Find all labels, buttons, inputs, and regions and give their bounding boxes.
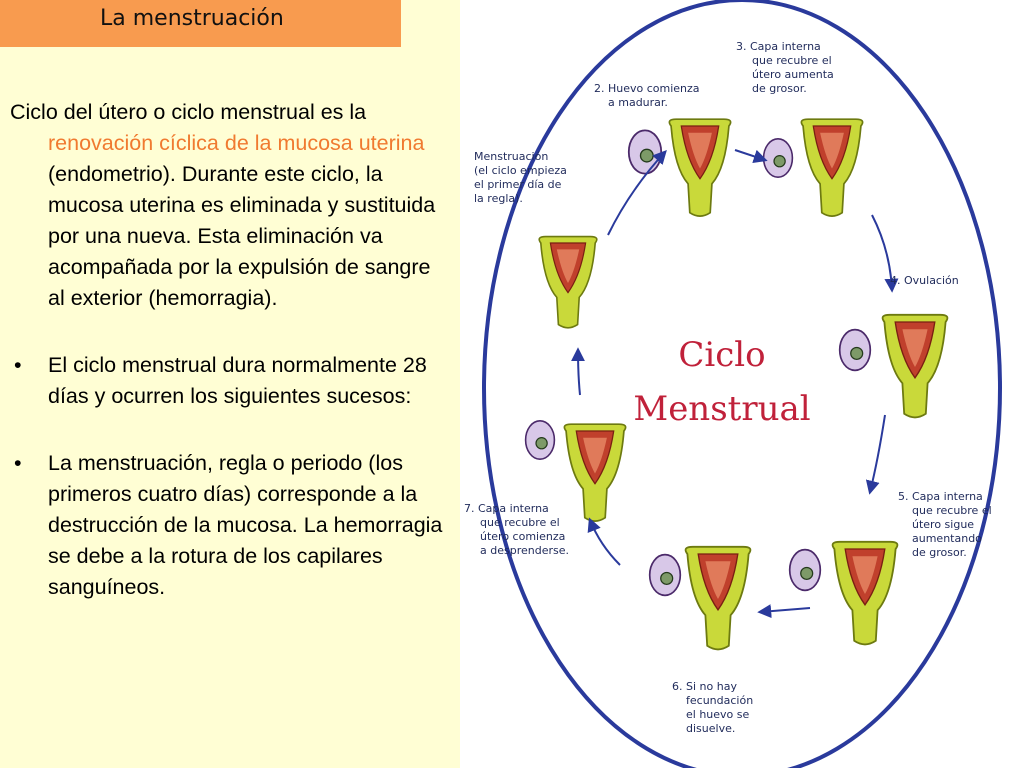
stage-3-label-line: 3. Capa interna <box>736 40 821 53</box>
text-column: Ciclo del útero o ciclo menstrual es la … <box>10 97 450 603</box>
stage-1-label-line: el primer día de <box>474 178 562 191</box>
stage-3-label-line: útero aumenta <box>752 68 834 81</box>
intro-highlight: renovación cíclica de la mucosa uterina <box>48 131 425 155</box>
stage-3-label: 3. Capa interna que recubre el útero aum… <box>736 40 834 95</box>
stage-5-uterus-illustration <box>788 540 899 646</box>
center-title-line2: Menstrual <box>633 389 810 429</box>
bullet-text: La menstruación, regla o periodo (los pr… <box>48 451 443 599</box>
stage-2-uterus-illustration <box>627 118 732 217</box>
stage-2-label-line: a madurar. <box>608 96 668 109</box>
bullet-text: El ciclo menstrual dura normalmente 28 d… <box>48 353 427 408</box>
stage-6-uterus-illustration <box>648 545 752 651</box>
arrow-icon <box>865 414 886 495</box>
stage-3-label-line: que recubre el <box>752 54 832 67</box>
stage-4-ovulation-illustration <box>838 313 949 419</box>
stage-1-label-line: la regla). <box>474 192 523 205</box>
stage-6-label-line: disuelve. <box>686 722 735 735</box>
center-title-line1: Ciclo <box>678 335 765 375</box>
stage-7-label-line: a desprenderse. <box>480 544 569 557</box>
cycle-diagram-panel: Ciclo Menstrual <box>460 0 1024 768</box>
intro-start: Ciclo del útero o ciclo menstrual es la <box>10 100 367 124</box>
stage-2-label-line: 2. Huevo comienza <box>594 82 700 95</box>
menstrual-cycle-diagram: Ciclo Menstrual <box>464 0 1002 768</box>
slide-title-bar: La menstruación <box>0 0 401 47</box>
stage-1-label-line: (el ciclo empieza <box>474 164 567 177</box>
slide-title: La menstruación <box>100 6 284 31</box>
stage-5-label-line: de grosor. <box>912 546 967 559</box>
stage-4-label: 4. Ovulación <box>890 274 959 287</box>
bullet-icon: • <box>14 353 22 377</box>
stage-6-label-line: el huevo se <box>686 708 749 721</box>
stage-7-label-line: útero comienza <box>480 530 565 543</box>
stage-6-label-line: 6. Si no hay <box>672 680 737 693</box>
stage-3-uterus-illustration <box>762 118 864 217</box>
intro-end: (endometrio). Durante este ciclo, la muc… <box>48 162 436 310</box>
stage-6-label-line: fecundación <box>686 694 753 707</box>
intro-paragraph: Ciclo del útero o ciclo menstrual es la … <box>10 97 450 314</box>
arrow-icon <box>571 347 586 396</box>
stage-4-label-line: 4. Ovulación <box>890 274 959 287</box>
arrow-icon <box>757 604 811 619</box>
arrow-icon <box>607 149 667 236</box>
stage-5-label-line: que recubre el <box>912 504 992 517</box>
bullet-item-menstruation: • La menstruación, regla o periodo (los … <box>10 448 450 603</box>
stage-7-label: 7. Capa interna que recubre el útero com… <box>464 502 569 557</box>
arrow-icon <box>734 149 768 164</box>
stage-6-label: 6. Si no hay fecundación el huevo se dis… <box>672 680 753 735</box>
stage-5-label-line: aumentando <box>912 532 982 545</box>
bullet-item-cycle-duration: • El ciclo menstrual dura normalmente 28… <box>10 350 450 412</box>
stage-3-label-line: de grosor. <box>752 82 807 95</box>
stage-1-label: Menstruación (el ciclo empieza el primer… <box>474 150 567 205</box>
arrow-icon <box>587 517 621 566</box>
stage-7-label-line: 7. Capa interna <box>464 502 549 515</box>
stage-5-label-line: 5. Capa interna <box>898 490 983 503</box>
stage-5-label-line: útero sigue <box>912 518 974 531</box>
stage-5-label: 5. Capa interna que recubre el útero sig… <box>898 490 992 559</box>
stage-1-label-line: Menstruación <box>474 150 548 163</box>
cycle-ring <box>482 0 1002 768</box>
bullet-icon: • <box>14 451 22 475</box>
arrow-icon <box>871 214 899 293</box>
stage-7-label-line: que recubre el <box>480 516 560 529</box>
stage-1-uterus-illustration <box>538 235 598 329</box>
stage-2-label: 2. Huevo comienza a madurar. <box>594 82 700 109</box>
